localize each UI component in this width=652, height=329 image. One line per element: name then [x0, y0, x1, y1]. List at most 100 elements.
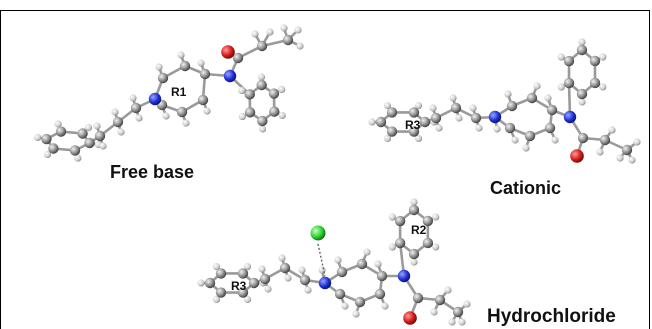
carbon-atom — [232, 52, 244, 64]
hydrogen-atom — [414, 101, 423, 110]
hydrogen-atom — [578, 38, 586, 46]
carbon-atom — [94, 130, 106, 142]
hydrogen-atom — [212, 262, 221, 271]
hydrogen-atom — [258, 265, 266, 273]
hydrogen-atom — [596, 148, 604, 156]
ring-label-r2-hcl: R2 — [411, 223, 427, 237]
hydrogen-atom — [284, 274, 292, 282]
hydrogen-atom — [449, 94, 457, 102]
hydrogen-atom — [162, 112, 170, 120]
carbon-atom — [599, 134, 611, 146]
nitrogen-atom — [318, 276, 332, 290]
carbon-atom — [394, 237, 406, 249]
hydrogen-atom — [432, 213, 440, 221]
carbon-atom — [269, 106, 280, 117]
hydrogen-atom — [493, 125, 501, 133]
carbon-atom — [356, 258, 368, 270]
caption-hydrochloride: Hydrochloride — [487, 306, 616, 327]
carbon-atom — [112, 116, 124, 128]
hydrogen-atom — [243, 262, 252, 271]
hydrogen-atom — [633, 138, 641, 146]
carbon-atom — [524, 130, 536, 142]
hydrogen-atom — [388, 213, 396, 221]
hydrogen-atom — [430, 308, 438, 316]
oxygen-atom — [570, 149, 584, 163]
carbon-atom — [412, 292, 424, 304]
carbon-atom — [237, 287, 249, 298]
hydrogen-atom — [111, 108, 119, 116]
hydrogen-atom — [238, 86, 246, 95]
nitrogen-atom — [488, 110, 502, 124]
carbon-atom — [563, 55, 575, 67]
ring-label-r3-hcl: R3 — [231, 279, 247, 293]
oxygen-atom — [221, 45, 235, 59]
hydrogen-atom — [135, 114, 143, 122]
carbon-atom — [408, 248, 420, 260]
figure-frame — [0, 10, 650, 329]
carbon-atom — [504, 122, 516, 134]
nitrogen-atom — [223, 69, 237, 83]
hydrogen-atom — [278, 111, 286, 120]
hydrogen-atom — [117, 128, 125, 136]
carbon-atom — [452, 306, 464, 318]
caption-free-base: Free base — [110, 162, 195, 182]
hydrogen-atom — [429, 104, 437, 112]
carbon-atom — [204, 277, 216, 289]
hydrogen-atom — [599, 83, 607, 91]
nitrogen-atom — [148, 92, 162, 106]
carbon-atom — [197, 94, 209, 106]
carbon-atom — [470, 112, 482, 124]
carbon-atom — [244, 107, 256, 118]
carbon-atom — [526, 92, 538, 104]
carbon-atom — [576, 88, 588, 100]
hydrogen-atom — [203, 107, 211, 115]
hydrogen-atom — [432, 243, 440, 251]
carbon-atom — [394, 215, 406, 227]
carbon-atom — [544, 122, 556, 134]
hydrogen-atom — [155, 63, 163, 71]
hydrogen-atom — [197, 279, 205, 287]
carbon-atom — [176, 106, 188, 118]
hydrogen-atom — [251, 30, 259, 38]
hydrogen-atom — [243, 295, 252, 304]
hydrogen-atom — [368, 118, 376, 126]
hydrogen-atom — [177, 51, 185, 59]
carbon-atom — [77, 128, 88, 139]
hydrogen-atom — [628, 156, 636, 164]
carbon-atom — [506, 100, 518, 112]
hydrogen-atom — [341, 302, 349, 310]
carbon-atom — [576, 44, 588, 56]
hydrogen-atom — [182, 119, 190, 127]
carbon-atom — [375, 116, 387, 128]
hydrogen-atom — [374, 260, 382, 268]
carbon-atom — [336, 266, 348, 278]
hydrogen-atom — [469, 104, 477, 112]
hydrogen-atom — [280, 24, 288, 32]
hydrogen-atom — [410, 258, 418, 266]
hydrogen-atom — [258, 125, 267, 133]
carbon-atom — [589, 55, 601, 67]
hydrogen-atom — [99, 142, 107, 150]
oxygen-atom — [403, 311, 417, 325]
carbon-atom — [386, 107, 398, 118]
hydrogen-atom — [84, 123, 93, 132]
hydrogen-atom — [43, 150, 52, 159]
carbon-atom — [546, 104, 558, 116]
carbon-atom — [589, 77, 601, 89]
ring-label-r1: R1 — [171, 85, 187, 99]
hydrogen-atom — [212, 295, 221, 304]
carbon-atom — [157, 72, 169, 84]
carbon-atom — [354, 296, 366, 308]
hydrogen-atom — [334, 256, 342, 264]
atoms-layer — [34, 24, 641, 326]
carbon-atom — [430, 112, 442, 124]
hydrogen-atom — [266, 28, 274, 36]
carbon-atom — [256, 79, 267, 91]
hydrogen-atom — [458, 318, 466, 326]
hydrogen-atom — [533, 82, 541, 90]
carbon-atom — [386, 126, 398, 137]
carbon-atom — [215, 268, 227, 279]
hydrogen-bond-dashes — [317, 243, 326, 277]
hydrogen-atom — [304, 286, 312, 294]
